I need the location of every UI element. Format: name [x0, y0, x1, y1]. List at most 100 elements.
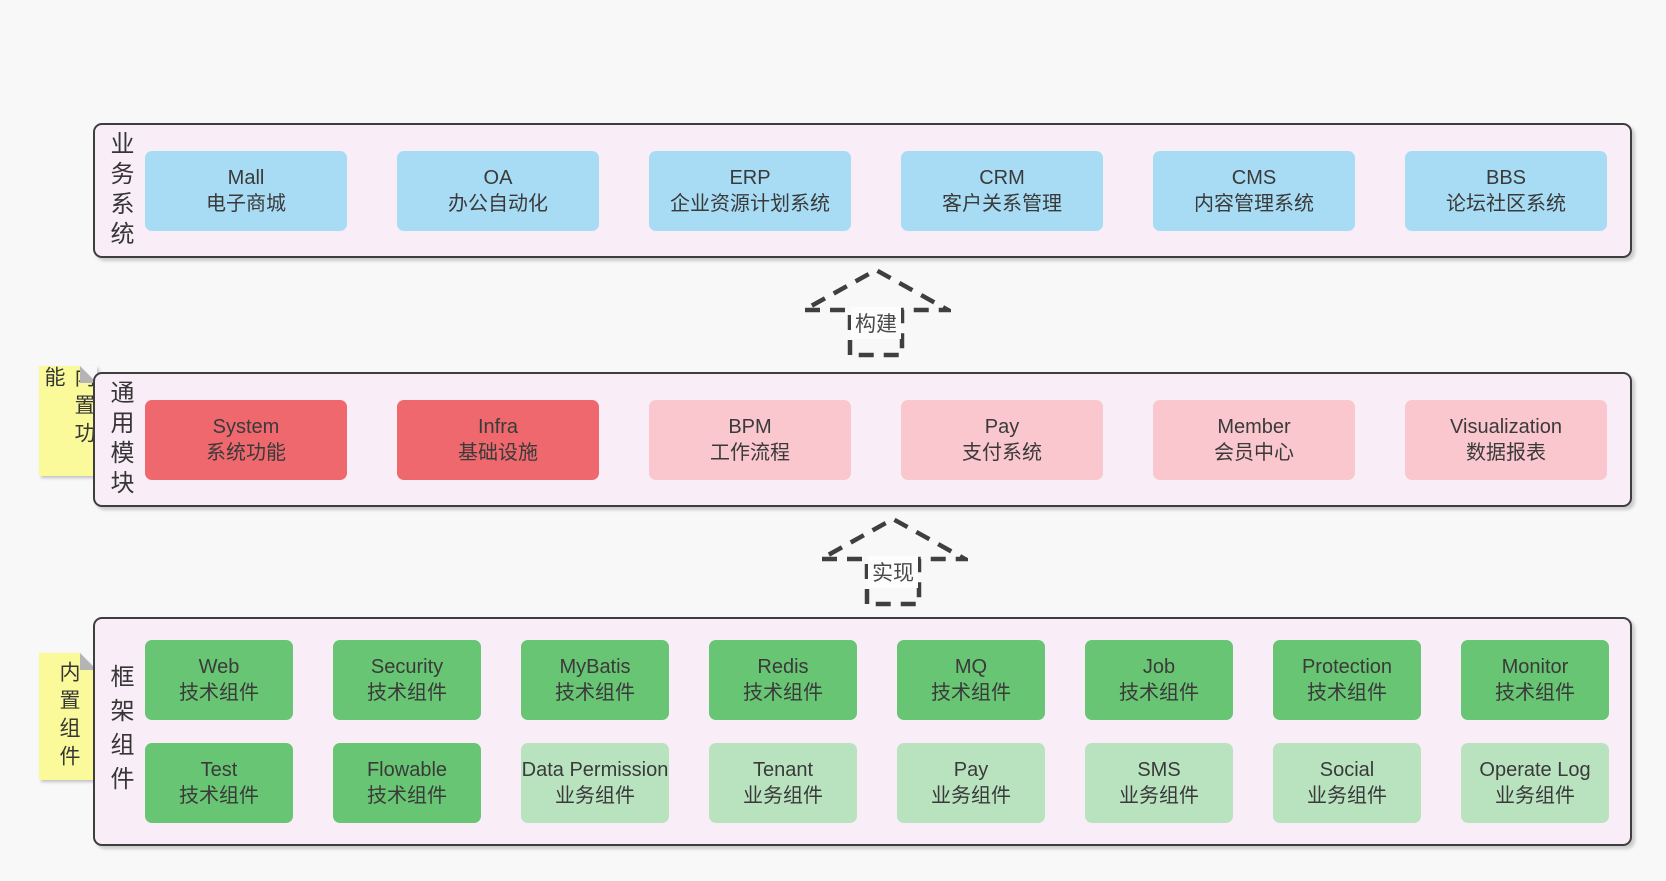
node-title: SMS [1137, 759, 1181, 781]
node-operate-log: Operate Log 业务组件 [1461, 743, 1609, 823]
node-cms: CMS 内容管理系统 [1153, 150, 1355, 231]
node-title: Pay [984, 415, 1020, 438]
node-title: Flowable [366, 759, 448, 781]
implement-arrow-label: 实现 [868, 556, 918, 588]
node-subtitle: 办公自动化 [448, 192, 548, 215]
node-social: Social 业务组件 [1273, 743, 1421, 823]
node-title: BBS [1485, 166, 1527, 189]
node-security: Security 技术组件 [333, 640, 481, 720]
node-subtitle: 技术组件 [1119, 682, 1199, 704]
up-arrow-icon [801, 267, 951, 358]
node-subtitle: 技术组件 [179, 785, 259, 807]
business-node-row: Mall 电子商城 OA 办公自动化 ERP 企业资源计划系统 CRM 客户关系… [145, 150, 1607, 231]
node-bbs: BBS 论坛社区系统 [1405, 150, 1607, 231]
node-title: Member [1217, 415, 1291, 438]
node-subtitle: 支付系统 [962, 441, 1042, 464]
node-title: Security [370, 656, 444, 678]
node-subtitle: 业务组件 [1495, 785, 1575, 807]
node-title: Pay [953, 759, 989, 781]
node-mq: MQ 技术组件 [897, 640, 1045, 720]
node-title: Tenant [752, 759, 814, 781]
node-subtitle: 技术组件 [931, 682, 1011, 704]
node-title: Operate Log [1479, 759, 1591, 781]
node-protection: Protection 技术组件 [1273, 640, 1421, 720]
node-subtitle: 客户关系管理 [942, 192, 1062, 215]
node-subtitle: 会员中心 [1214, 441, 1294, 464]
node-subtitle: 技术组件 [555, 682, 635, 704]
framework-node-row-2: Test 技术组件 Flowable 技术组件 Data Permission … [145, 743, 1609, 823]
node-subtitle: 电子商城 [206, 192, 286, 215]
node-subtitle: 业务组件 [931, 785, 1011, 807]
framework-node-rows: Web 技术组件 Security 技术组件 MyBatis 技术组件 Redi… [143, 640, 1609, 823]
node-title: CMS [1231, 166, 1277, 189]
node-title: BPM [728, 415, 772, 438]
node-subtitle: 技术组件 [179, 682, 259, 704]
node-subtitle: 内容管理系统 [1194, 192, 1314, 215]
node-title: ERP [729, 166, 771, 189]
sticky-note-built-in-components: 内置组件 [39, 653, 97, 780]
node-pay-system: Pay 支付系统 [901, 399, 1103, 480]
node-title: OA [483, 166, 513, 189]
node-title: Monitor [1501, 656, 1569, 678]
up-arrow-icon [818, 516, 968, 607]
section-common-modules: 通用模块 System 系统功能 Infra 基础设施 BPM 工作流程 Pay… [93, 372, 1632, 507]
node-system: System 系统功能 [145, 399, 347, 480]
node-bpm: BPM 工作流程 [649, 399, 851, 480]
node-title: Web [198, 656, 240, 678]
node-subtitle: 业务组件 [1307, 785, 1387, 807]
node-title: Data Permission [521, 759, 669, 781]
node-sms: SMS 业务组件 [1085, 743, 1233, 823]
node-test: Test 技术组件 [145, 743, 293, 823]
node-title: Visualization [1450, 415, 1562, 438]
node-web: Web 技术组件 [145, 640, 293, 720]
node-erp: ERP 企业资源计划系统 [649, 150, 851, 231]
section-framework-components: 框架组件 Web 技术组件 Security 技术组件 MyBatis 技术组件… [93, 617, 1632, 846]
node-title: CRM [979, 166, 1025, 189]
node-crm: CRM 客户关系管理 [901, 150, 1103, 231]
sticky-note-text: 内置组件 [57, 660, 80, 773]
node-subtitle: 系统功能 [206, 441, 286, 464]
sticky-note-built-in-features: 内置功能 [39, 366, 97, 476]
node-subtitle: 企业资源计划系统 [670, 192, 830, 215]
node-monitor: Monitor 技术组件 [1461, 640, 1609, 720]
node-subtitle: 技术组件 [1495, 682, 1575, 704]
node-title: System [212, 415, 280, 438]
node-title: Test [200, 759, 238, 781]
build-arrow: 构建 [801, 267, 951, 359]
framework-node-row-1: Web 技术组件 Security 技术组件 MyBatis 技术组件 Redi… [145, 640, 1609, 720]
node-subtitle: 技术组件 [743, 682, 823, 704]
node-mybatis: MyBatis 技术组件 [521, 640, 669, 720]
node-subtitle: 业务组件 [555, 785, 635, 807]
section-label-common: 通用模块 [106, 379, 133, 500]
node-mall: Mall 电子商城 [145, 150, 347, 231]
node-pay-component: Pay 业务组件 [897, 743, 1045, 823]
node-visualization: Visualization 数据报表 [1405, 399, 1607, 480]
node-member: Member 会员中心 [1153, 399, 1355, 480]
node-job: Job 技术组件 [1085, 640, 1233, 720]
node-tenant: Tenant 业务组件 [709, 743, 857, 823]
sticky-note-text: 内置功能 [42, 366, 95, 450]
node-redis: Redis 技术组件 [709, 640, 857, 720]
common-node-row: System 系统功能 Infra 基础设施 BPM 工作流程 Pay 支付系统… [145, 399, 1607, 480]
build-arrow-label: 构建 [851, 307, 901, 339]
note-fold-icon [80, 366, 97, 383]
node-title: MyBatis [559, 656, 631, 678]
implement-arrow: 实现 [818, 516, 968, 608]
node-subtitle: 论坛社区系统 [1446, 192, 1566, 215]
node-subtitle: 业务组件 [1119, 785, 1199, 807]
node-subtitle: 技术组件 [367, 682, 447, 704]
node-subtitle: 技术组件 [367, 785, 447, 807]
section-business-systems: 业务系统 Mall 电子商城 OA 办公自动化 ERP 企业资源计划系统 CRM… [93, 123, 1632, 258]
node-flowable: Flowable 技术组件 [333, 743, 481, 823]
node-subtitle: 基础设施 [458, 441, 538, 464]
node-title: Job [1142, 656, 1176, 678]
node-data-permission: Data Permission 业务组件 [521, 743, 669, 823]
node-title: Social [1319, 759, 1375, 781]
node-title: Mall [227, 166, 265, 189]
node-title: Redis [757, 656, 809, 678]
node-subtitle: 技术组件 [1307, 682, 1387, 704]
node-subtitle: 数据报表 [1466, 441, 1546, 464]
node-subtitle: 业务组件 [743, 785, 823, 807]
node-oa: OA 办公自动化 [397, 150, 599, 231]
